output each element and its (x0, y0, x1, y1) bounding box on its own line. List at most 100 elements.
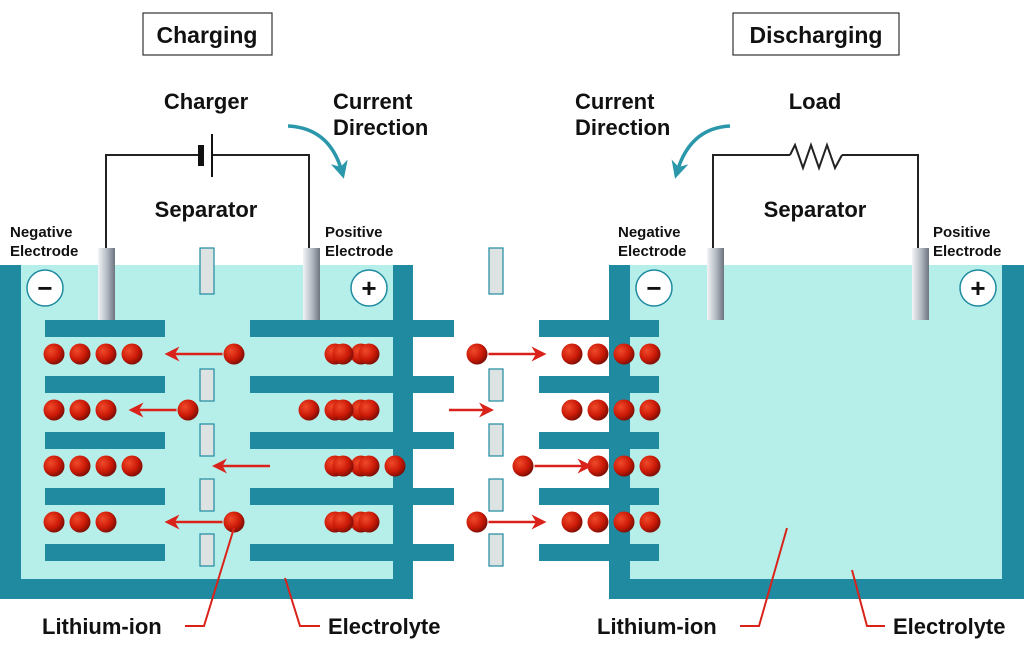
lithium-ion (69, 511, 91, 533)
source-label: Charger (164, 89, 249, 114)
electrolyte-label: Electrolyte (328, 614, 441, 639)
positive-symbol: + (970, 273, 985, 303)
title-box (732, 12, 900, 56)
current-label-line2: Direction (575, 115, 670, 140)
lithium-ion (613, 343, 635, 365)
negative-terminal-rod (707, 248, 724, 320)
negative-electrode-plate (334, 320, 454, 337)
migrating-lithium-ion (512, 455, 534, 477)
separator-segment (199, 423, 215, 457)
negative-electrode-label-2: Electrode (618, 243, 686, 260)
negative-electrode-plate (45, 488, 165, 505)
lithium-ion (639, 511, 661, 533)
panel-title: Charging (157, 22, 258, 48)
lithium-ion (43, 343, 65, 365)
positive-electrode-plate (539, 544, 659, 561)
lithium-ion (95, 455, 117, 477)
lithium-leader-line (740, 527, 788, 627)
negative-electrode-plate (45, 320, 165, 337)
current-direction-arrow (671, 124, 731, 179)
migrating-lithium-ion (177, 399, 199, 421)
panel-title: Discharging (750, 22, 883, 48)
positive-symbol: + (361, 273, 376, 303)
separator-label: Separator (764, 197, 867, 222)
positive-terminal-rod (303, 248, 320, 320)
battery-icon (198, 134, 213, 177)
lithium-ion (332, 343, 354, 365)
negative-symbol: − (37, 273, 52, 303)
lithium-ion (384, 455, 406, 477)
positive-electrode-plate (539, 432, 659, 449)
lithium-ion (613, 399, 635, 421)
negative-electrode-label-2: Electrode (10, 243, 78, 260)
electrolyte-label: Electrolyte (893, 614, 1006, 639)
lithium-ion (613, 511, 635, 533)
resistor-icon (789, 141, 843, 172)
positive-electrode-plate (539, 320, 659, 337)
separator-segment (199, 247, 215, 295)
electrolyte-leader-line (851, 569, 885, 627)
positive-electrode-label-1: Positive (933, 224, 991, 241)
current-direction-arrow (287, 124, 348, 179)
lithium-ion (587, 399, 609, 421)
cell-contents (332, 247, 661, 567)
positive-electrode-label-2: Electrode (325, 243, 393, 260)
separator-segment (199, 478, 215, 512)
separator-segment (488, 247, 504, 295)
lithium-ion (587, 455, 609, 477)
lithium-ion (43, 511, 65, 533)
positive-symbol-circle (350, 269, 388, 307)
migrating-lithium-ion (466, 343, 488, 365)
lithium-ion (639, 343, 661, 365)
panel-charging: Charging Charger Current Direction Separ… (0, 12, 441, 639)
negative-electrode-label-1: Negative (618, 224, 681, 241)
lithium-ion (121, 455, 143, 477)
lithium-ion (639, 399, 661, 421)
positive-electrode-label-1: Positive (325, 224, 383, 241)
lithium-ion (561, 343, 583, 365)
separator-segment (488, 478, 504, 512)
migrating-lithium-ion (223, 511, 245, 533)
positive-terminal-rod (912, 248, 929, 320)
negative-electrode-plate (45, 376, 165, 393)
negative-symbol-circle (26, 269, 64, 307)
current-label-line2: Direction (333, 115, 428, 140)
lithium-ion (332, 455, 354, 477)
separator-segment (199, 368, 215, 402)
positive-electrode-label-2: Electrode (933, 243, 1001, 260)
positive-electrode-plate (539, 376, 659, 393)
separator-segment (488, 533, 504, 567)
lithium-ion (561, 511, 583, 533)
separator-segment (488, 368, 504, 402)
lithium-ion (358, 343, 380, 365)
lithium-ion (358, 455, 380, 477)
positive-electrode-plate (539, 488, 659, 505)
separator-label: Separator (155, 197, 258, 222)
electrolyte-leader-line (284, 577, 320, 627)
lithium-ion (95, 343, 117, 365)
lithium-ion (587, 511, 609, 533)
lithium-ion (69, 343, 91, 365)
lithium-ion (298, 399, 320, 421)
negative-electrode-plate (45, 432, 165, 449)
negative-electrode-plate (334, 544, 454, 561)
negative-electrode-plate (334, 432, 454, 449)
separator-segment (488, 423, 504, 457)
lithium-ion (69, 399, 91, 421)
negative-electrode-plate (334, 376, 454, 393)
migrating-lithium-ion (223, 343, 245, 365)
lithium-ion (639, 455, 661, 477)
lithium-ion (587, 343, 609, 365)
lithium-ion (95, 399, 117, 421)
negative-symbol: − (646, 273, 661, 303)
lithium-ion (121, 343, 143, 365)
positive-symbol-circle (959, 269, 997, 307)
negative-symbol-circle (635, 269, 673, 307)
lithium-ion (613, 455, 635, 477)
lithium-ion (43, 399, 65, 421)
negative-terminal-rod (98, 248, 115, 320)
source-label: Load (789, 89, 842, 114)
lithium-ion (332, 399, 354, 421)
separator-segment (199, 533, 215, 567)
